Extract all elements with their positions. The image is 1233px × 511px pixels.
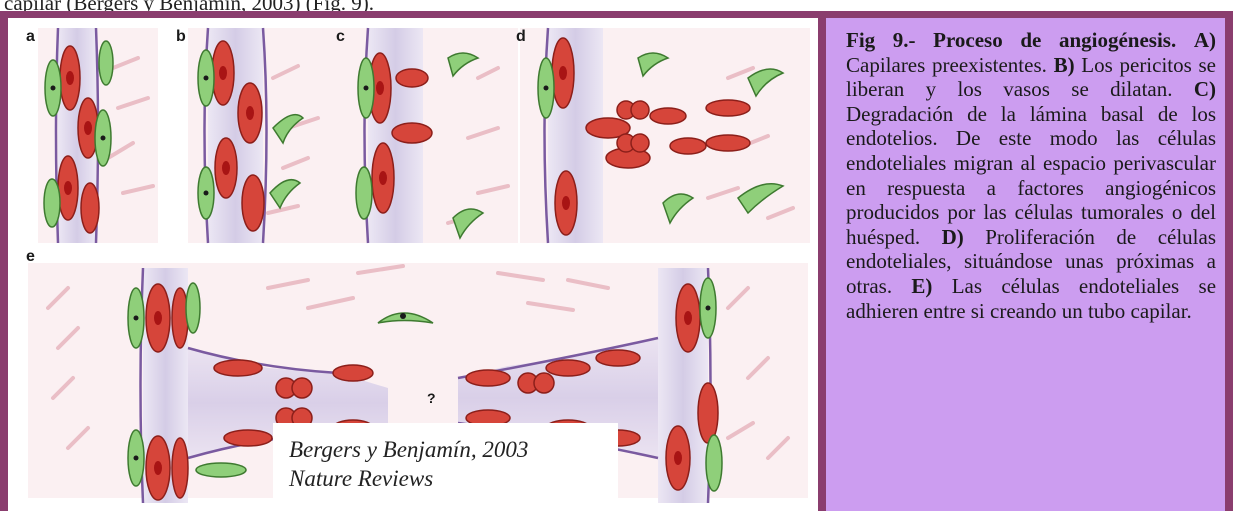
citation-line-1: Bergers y Benjamín, 2003 bbox=[273, 423, 618, 464]
citation-line-2: Nature Reviews bbox=[273, 464, 618, 493]
preceding-text-line: capilar (Bergers y Benjamín, 2003) (Fig.… bbox=[4, 0, 374, 11]
figure-caption: Fig 9.- Proceso de angiogénesis. A) Capi… bbox=[846, 28, 1216, 323]
caption-a-label: A) bbox=[1194, 28, 1216, 52]
panel-label-e: e bbox=[26, 248, 35, 266]
question-mark-label: ? bbox=[427, 390, 436, 406]
citation-box: Bergers y Benjamín, 2003 Nature Reviews bbox=[273, 423, 618, 511]
panel-label-d: d bbox=[516, 28, 526, 46]
caption-a-text: Capilares preexistentes. bbox=[846, 53, 1047, 77]
caption-panel: Fig 9.- Proceso de angiogénesis. A) Capi… bbox=[826, 18, 1225, 511]
panel-label-c: c bbox=[336, 28, 345, 46]
caption-b-label: B) bbox=[1054, 53, 1075, 77]
caption-title: Fig 9.- Proceso de angiogénesis. bbox=[846, 28, 1176, 52]
caption-e-text: Las células endoteliales se adhieren ent… bbox=[846, 274, 1216, 323]
panel-label-a: a bbox=[26, 28, 35, 46]
caption-e-label: E) bbox=[911, 274, 932, 298]
caption-d-label: D) bbox=[942, 225, 964, 249]
angiogenesis-illustration: a b c d e ? Bergers y Benjamín, 2003 Nat… bbox=[8, 18, 818, 511]
panel-label-b: b bbox=[176, 28, 186, 46]
caption-c-label: C) bbox=[1194, 77, 1216, 101]
